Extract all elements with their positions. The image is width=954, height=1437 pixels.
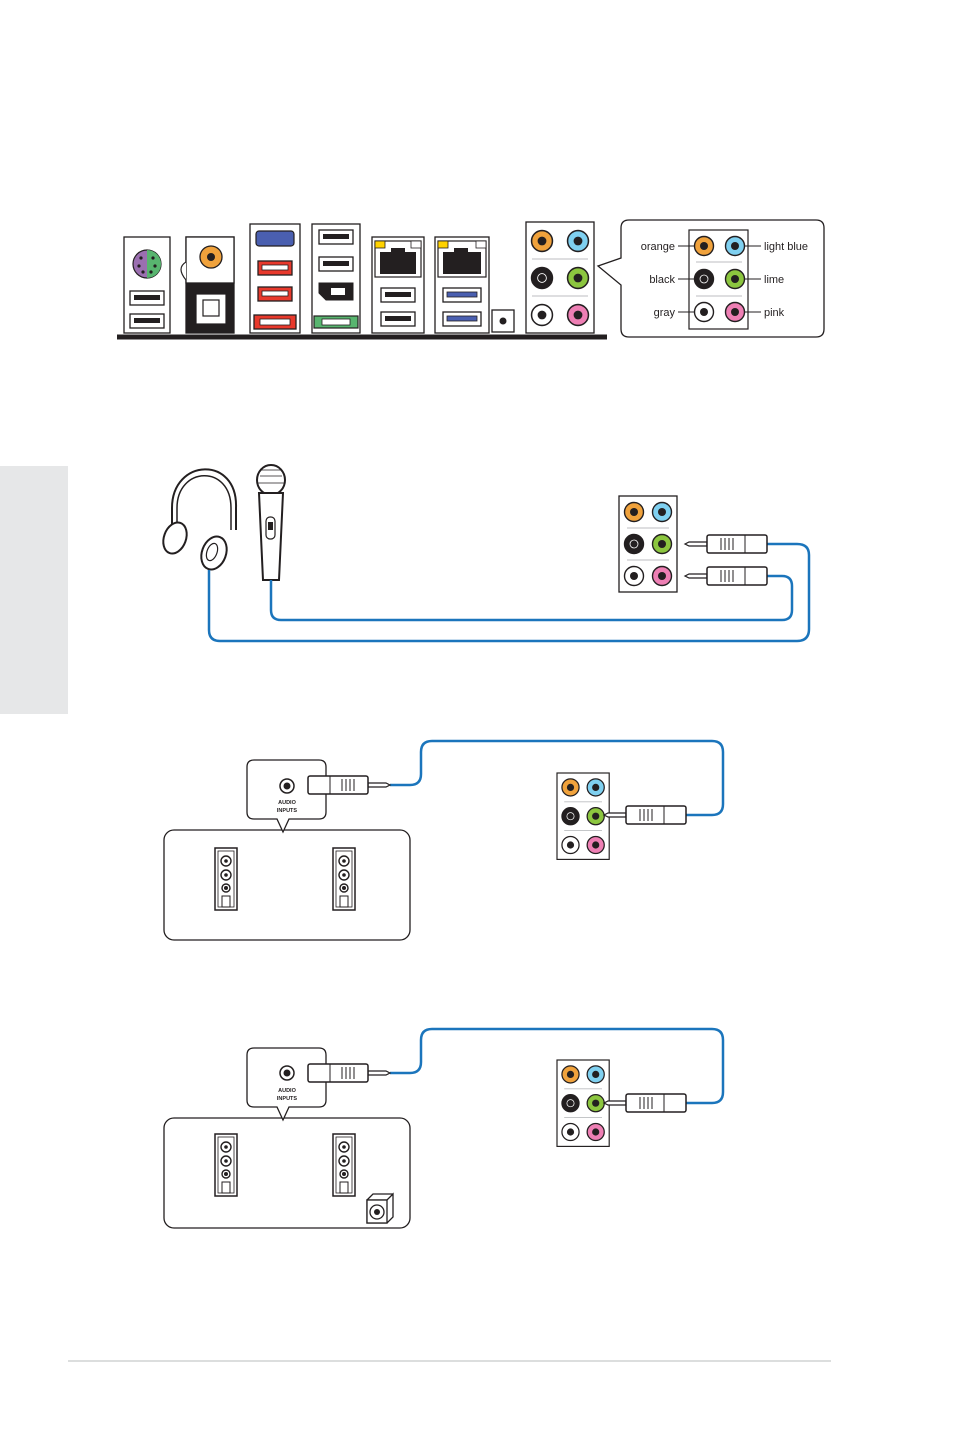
speaker-icon [333,848,355,910]
usb3-port-icon [443,312,481,326]
lan2-group [435,237,489,333]
usb-port-icon [381,312,415,326]
speaker-box [164,830,410,940]
usb3-port-icon [443,288,481,302]
panel-plug-icon [604,806,686,824]
legend-label-black: black [649,274,675,286]
light-blue-jack-icon [726,237,745,256]
usb3-esata-group [250,224,300,333]
usb-port-icon [319,257,353,271]
orange-jack-icon [695,237,714,256]
lime-jack-icon [726,270,745,289]
usb3-port-icon [258,261,292,275]
legend-label-gray: gray [654,307,676,319]
usb-port-icon [319,230,353,244]
headphone-icon [159,469,236,573]
stereo-speaker-diagram: AUDIO INPUTS [164,741,723,940]
legend-label-light-blue: light blue [764,241,808,253]
subwoofer-speaker-diagram: AUDIO INPUTS [164,1029,723,1228]
headphone-plug-icon [685,535,767,553]
pink-jack-icon [726,303,745,322]
usb-port-icon [130,314,164,328]
audio-inputs-label-line2: INPUTS [277,808,298,814]
usb-port-icon [130,291,164,305]
audio-inputs-label-line2: INPUTS [277,1096,298,1102]
microphone-icon [257,465,285,580]
headphone-cable [209,544,809,641]
usb-blue-port-icon [256,231,294,246]
lan1-group [372,237,424,333]
black-jack-icon [695,270,714,289]
audio-inputs-label-line1: AUDIO [278,1088,296,1094]
speaker-icon [215,848,237,910]
speaker-plug-icon [308,1064,390,1082]
io-audio-panel [526,222,594,333]
legend-label-orange: orange [641,241,675,253]
audio-input-callout [247,1048,326,1120]
legend-label-pink: pink [764,307,785,319]
usb3-port-icon [258,287,292,301]
spdif-group [181,237,234,333]
audio-jack-panel [557,1060,609,1146]
audio-jack-panel [557,773,609,859]
audio-inputs-label-line1: AUDIO [278,800,296,806]
panel-plug-icon [604,1094,686,1112]
headphone-mic-diagram [159,465,809,641]
audio-jack-panel [619,496,677,592]
mic-plug-icon [685,567,767,585]
speaker-plug-icon [308,776,390,794]
speaker-icon [215,1134,237,1196]
gray-jack-icon [695,303,714,322]
color-legend-callout: orange black gray light blue lime pink [598,220,824,337]
ps2-usb-group [124,237,170,333]
side-tab [0,466,68,714]
legend-label-lime: lime [764,274,784,286]
rear-io-panel [117,222,607,337]
usb-firewire-group [312,224,360,333]
usb-port-icon [381,288,415,302]
speaker-icon [333,1134,355,1196]
audio-input-callout [247,760,326,832]
